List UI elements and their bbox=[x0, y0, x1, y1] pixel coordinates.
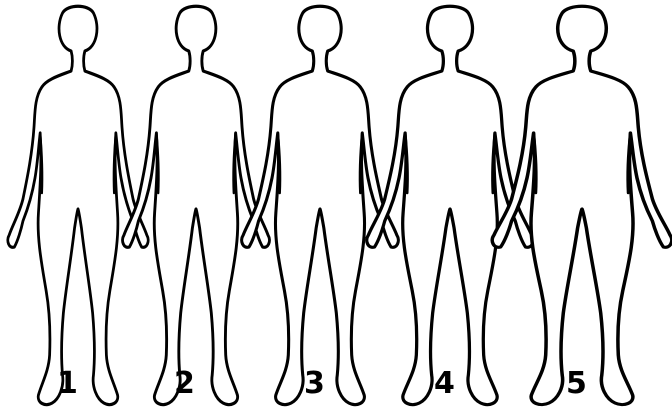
figure-3: 3 bbox=[242, 6, 399, 404]
figure-number-label: 4 bbox=[434, 366, 455, 401]
body-outline bbox=[492, 6, 672, 404]
body-outline bbox=[123, 6, 270, 404]
figure-1: 1 bbox=[8, 6, 148, 404]
figure-number-label: 5 bbox=[566, 366, 587, 401]
figure-number-label: 1 bbox=[57, 366, 78, 401]
figure-5: 5 bbox=[492, 6, 672, 404]
body-outline bbox=[242, 6, 399, 404]
figure-number-label: 2 bbox=[174, 366, 195, 401]
body-outline bbox=[8, 6, 148, 404]
figure-2: 2 bbox=[123, 6, 270, 404]
figure-number-label: 3 bbox=[304, 366, 325, 401]
figures-layer: 1 2 3 4 5 bbox=[8, 6, 672, 404]
